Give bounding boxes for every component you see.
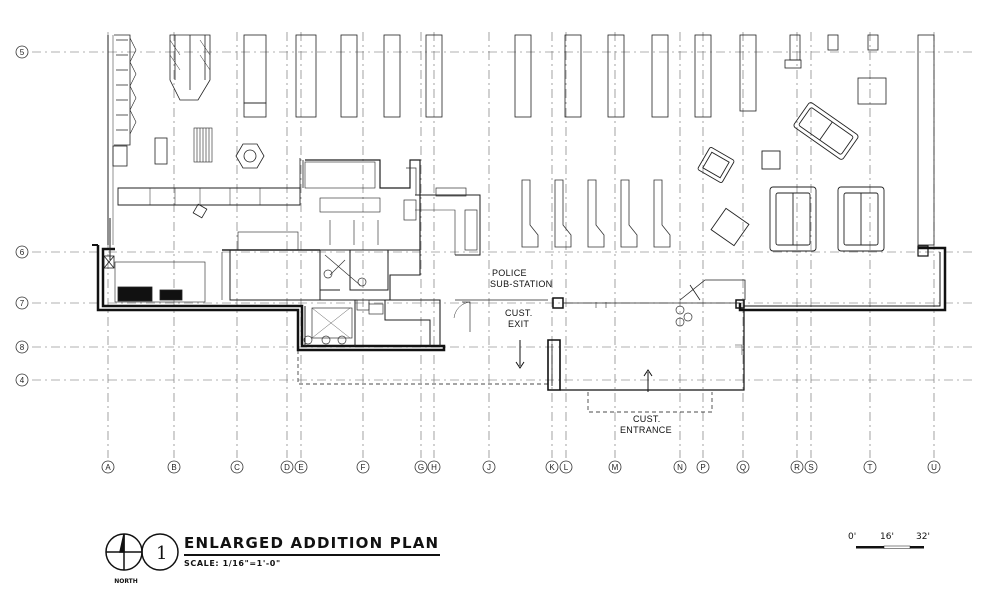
grid-label-F: F [361, 463, 366, 472]
grid-bubble-F [356, 460, 370, 474]
grid-bubble-S [804, 460, 818, 474]
title-block: ENLARGED ADDITION PLAN SCALE: 1/16"=1'-0… [104, 528, 444, 588]
grid-label-B: B [171, 463, 176, 472]
grid-label-row-6: 6 [20, 248, 25, 257]
lounge-furniture [697, 102, 885, 252]
grid-bubble-row-6 [15, 245, 29, 259]
grid-label-H: H [431, 463, 437, 472]
grid-bubble-J [482, 460, 496, 474]
grid-bubble-N [673, 460, 687, 474]
direction-arrows [515, 340, 653, 392]
scale-bar-graphic [856, 545, 924, 549]
grid-label-row-8: 8 [20, 343, 25, 352]
grid-bubble-P [696, 460, 710, 474]
grid-bubble-G [414, 460, 428, 474]
grid-label-J: J [487, 463, 491, 472]
grid-bubble-row-5 [15, 45, 29, 59]
scale-bar: 0' 16' 32' [846, 532, 946, 562]
grid-label-D: D [284, 463, 290, 472]
grid-bubble-E [294, 460, 308, 474]
grid-bubble-B [167, 460, 181, 474]
grid-bubble-C [230, 460, 244, 474]
grid-bubble-L [559, 460, 573, 474]
grid-bubble-M [608, 460, 622, 474]
drawing-scale: SCALE: 1/16"=1'-0" [184, 559, 281, 568]
grid-bubble-Q [736, 460, 750, 474]
scale-bar-16: 16' [880, 532, 894, 542]
grid-label-U: U [931, 463, 937, 472]
scale-bar-0: 0' [848, 532, 857, 542]
grid-bubble-D [280, 460, 294, 474]
grid-label-A: A [105, 463, 111, 472]
grid-label-R: R [794, 463, 800, 472]
checkout-counters [521, 179, 671, 248]
north-arrow-symbol [105, 533, 179, 571]
office-details [303, 167, 743, 355]
label-exit-line1: CUST. [505, 308, 533, 318]
grid-bubble-K [545, 460, 559, 474]
grid-bubble-U [927, 460, 941, 474]
grid-label-row-5: 5 [20, 48, 25, 57]
grid-label-M: M [612, 463, 619, 472]
title-underline [184, 554, 440, 556]
grid-bubble-R [790, 460, 804, 474]
grid-bubble-H [427, 460, 441, 474]
grid-label-row-4: 4 [20, 376, 25, 385]
north-number: 1 [156, 543, 167, 564]
grid-label-P: P [700, 463, 705, 472]
grid-bubble-A [101, 460, 115, 474]
grid-label-E: E [298, 463, 303, 472]
grid-label-C: C [234, 463, 240, 472]
grid-label-T: T [868, 463, 873, 472]
label-police-line1: POLICE [492, 268, 527, 278]
grid-label-N: N [677, 463, 683, 472]
grid-label-Q: Q [740, 463, 746, 472]
grid-label-K: K [549, 463, 555, 472]
grid-bubble-T [863, 460, 877, 474]
grid-bubble-row-7 [15, 296, 29, 310]
grid-label-G: G [418, 463, 424, 472]
label-entrance-line2: ENTRANCE [620, 425, 672, 435]
scale-bar-32: 32' [916, 532, 930, 542]
drawing-title: ENLARGED ADDITION PLAN [184, 534, 440, 552]
grid-bubble-row-8 [15, 340, 29, 354]
grid-lines [32, 32, 975, 458]
exterior-walls [92, 244, 947, 413]
label-entrance-line1: CUST. [633, 414, 661, 424]
grid-bubble-row-4 [15, 373, 29, 387]
label-exit-line2: EXIT [508, 319, 529, 329]
interior-partitions [107, 35, 746, 346]
grid-label-L: L [564, 463, 569, 472]
label-police-line2: SUB-STATION [490, 279, 552, 289]
north-label: NORTH [114, 578, 138, 585]
grid-label-S: S [808, 463, 813, 472]
store-shelving [103, 34, 935, 302]
grid-label-row-7: 7 [20, 299, 25, 308]
